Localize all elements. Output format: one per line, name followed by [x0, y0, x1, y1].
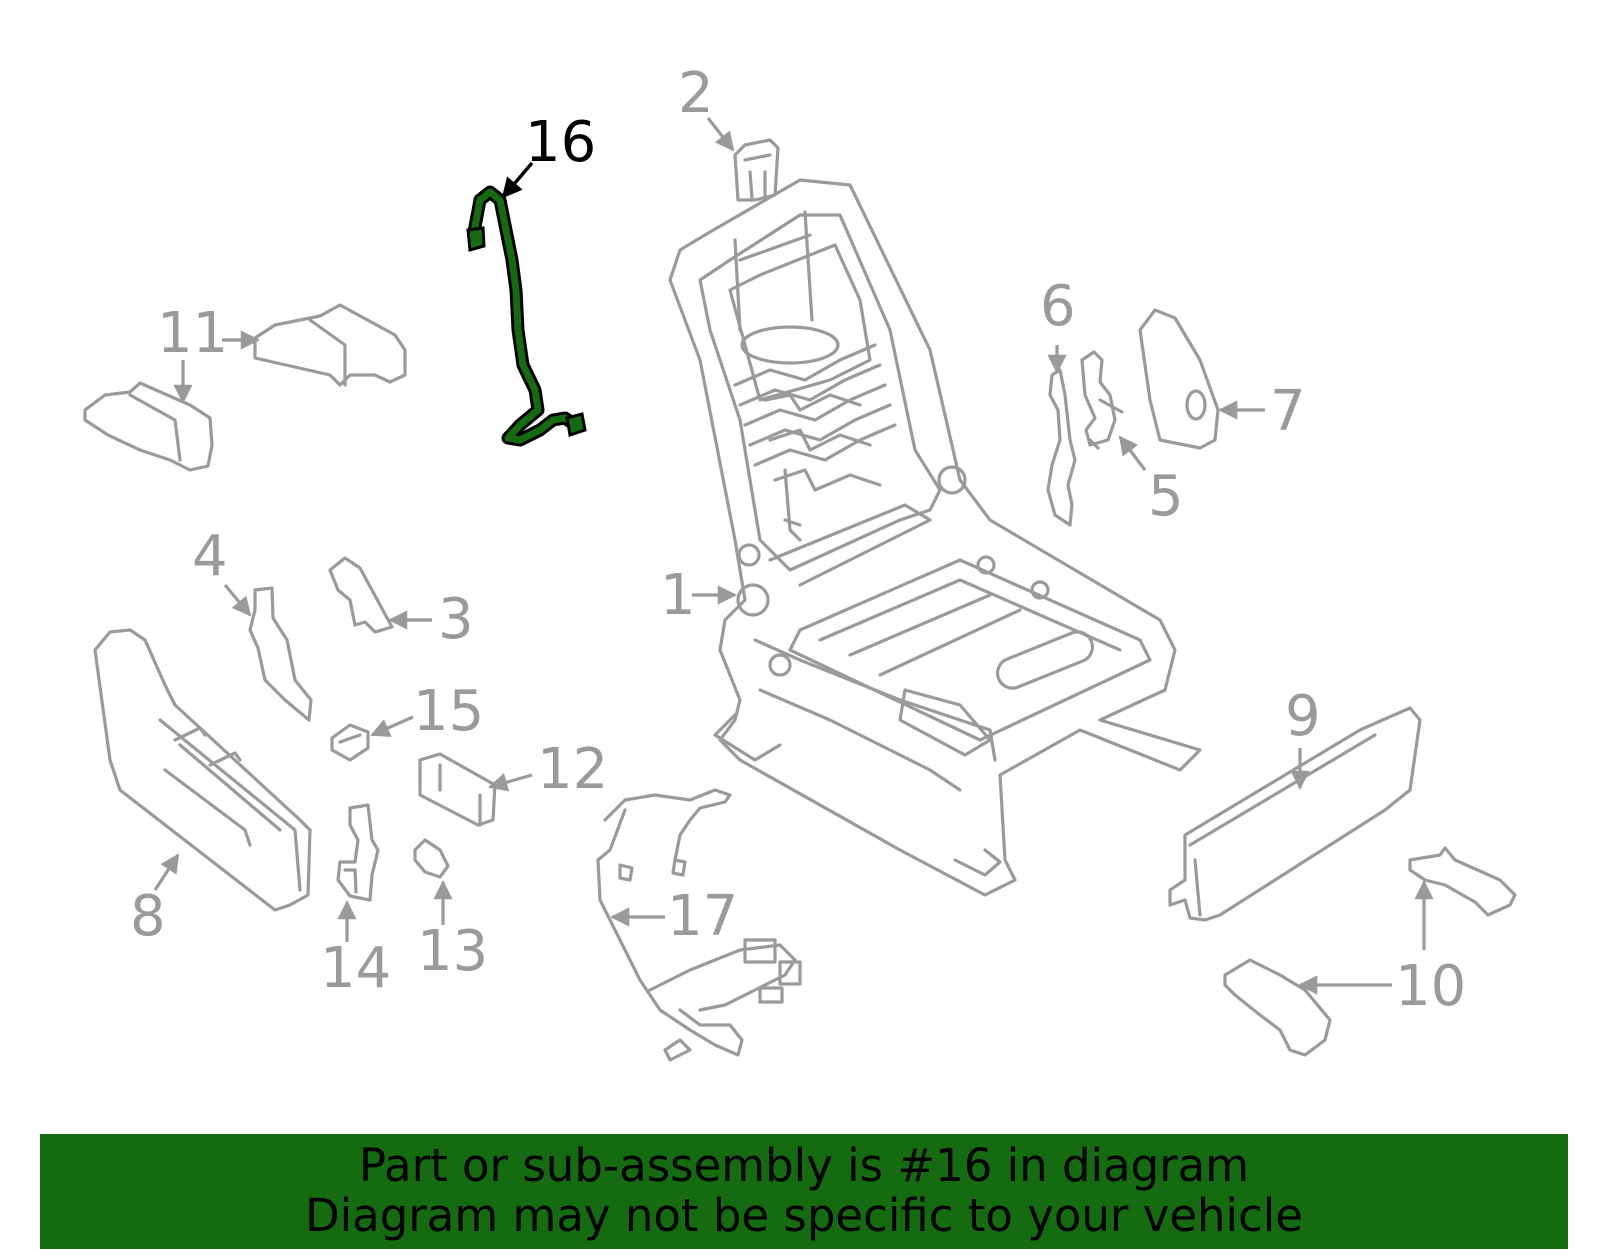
callout-10: 10: [1395, 954, 1466, 1019]
seat-frame-part: [668, 178, 1202, 897]
clip-part-13: [413, 838, 450, 879]
bracket-part-3: [328, 556, 394, 634]
trim-panel-part-9: [1168, 706, 1422, 922]
side-cover-part-7: [1138, 308, 1220, 450]
cover-part-10: [1223, 846, 1517, 1057]
callout-17: 17: [667, 884, 738, 949]
leader-lines: [153, 117, 1434, 995]
bracket-part-5: [1080, 350, 1124, 450]
bracket-part-14: [336, 803, 380, 902]
wire-harness-part-16: [466, 185, 587, 447]
clip-part-15: [330, 723, 370, 762]
callout-3: 3: [438, 587, 474, 652]
callout-5: 5: [1148, 464, 1184, 529]
callout-16: 16: [525, 110, 596, 175]
bracket-part-6: [1046, 368, 1077, 527]
callout-7: 7: [1270, 379, 1306, 444]
callout-2: 2: [678, 61, 714, 126]
parts-diagram: 1 2 3 4 5 6 7 8 9 10 11 12 13 14 15 16 1…: [83, 61, 1517, 1062]
cover-part-11: [83, 303, 407, 472]
callout-6: 6: [1040, 274, 1076, 339]
info-banner: Part or sub-assembly is #16 in diagram D…: [40, 1134, 1568, 1249]
side-shield-part-8: [93, 628, 312, 912]
clip-part-12: [418, 752, 497, 827]
callout-15: 15: [413, 679, 484, 744]
callout-4: 4: [192, 524, 228, 589]
banner-line-1: Part or sub-assembly is #16 in diagram: [358, 1139, 1250, 1192]
callout-12: 12: [537, 737, 608, 802]
callout-11: 11: [157, 301, 228, 366]
callout-14: 14: [320, 936, 391, 1001]
callout-1: 1: [660, 563, 696, 628]
wiring-harness-part-17: [596, 788, 802, 1062]
callout-13: 13: [417, 919, 488, 984]
callout-8: 8: [130, 884, 166, 949]
banner-line-2: Diagram may not be specific to your vehi…: [305, 1189, 1303, 1242]
callout-labels: 1 2 3 4 5 6 7 8 9 10 11 12 13 14 15 16 1…: [130, 61, 1466, 1019]
headrest-guide-part: [733, 138, 780, 202]
bracket-part-4: [248, 586, 313, 722]
callout-9: 9: [1285, 684, 1321, 749]
